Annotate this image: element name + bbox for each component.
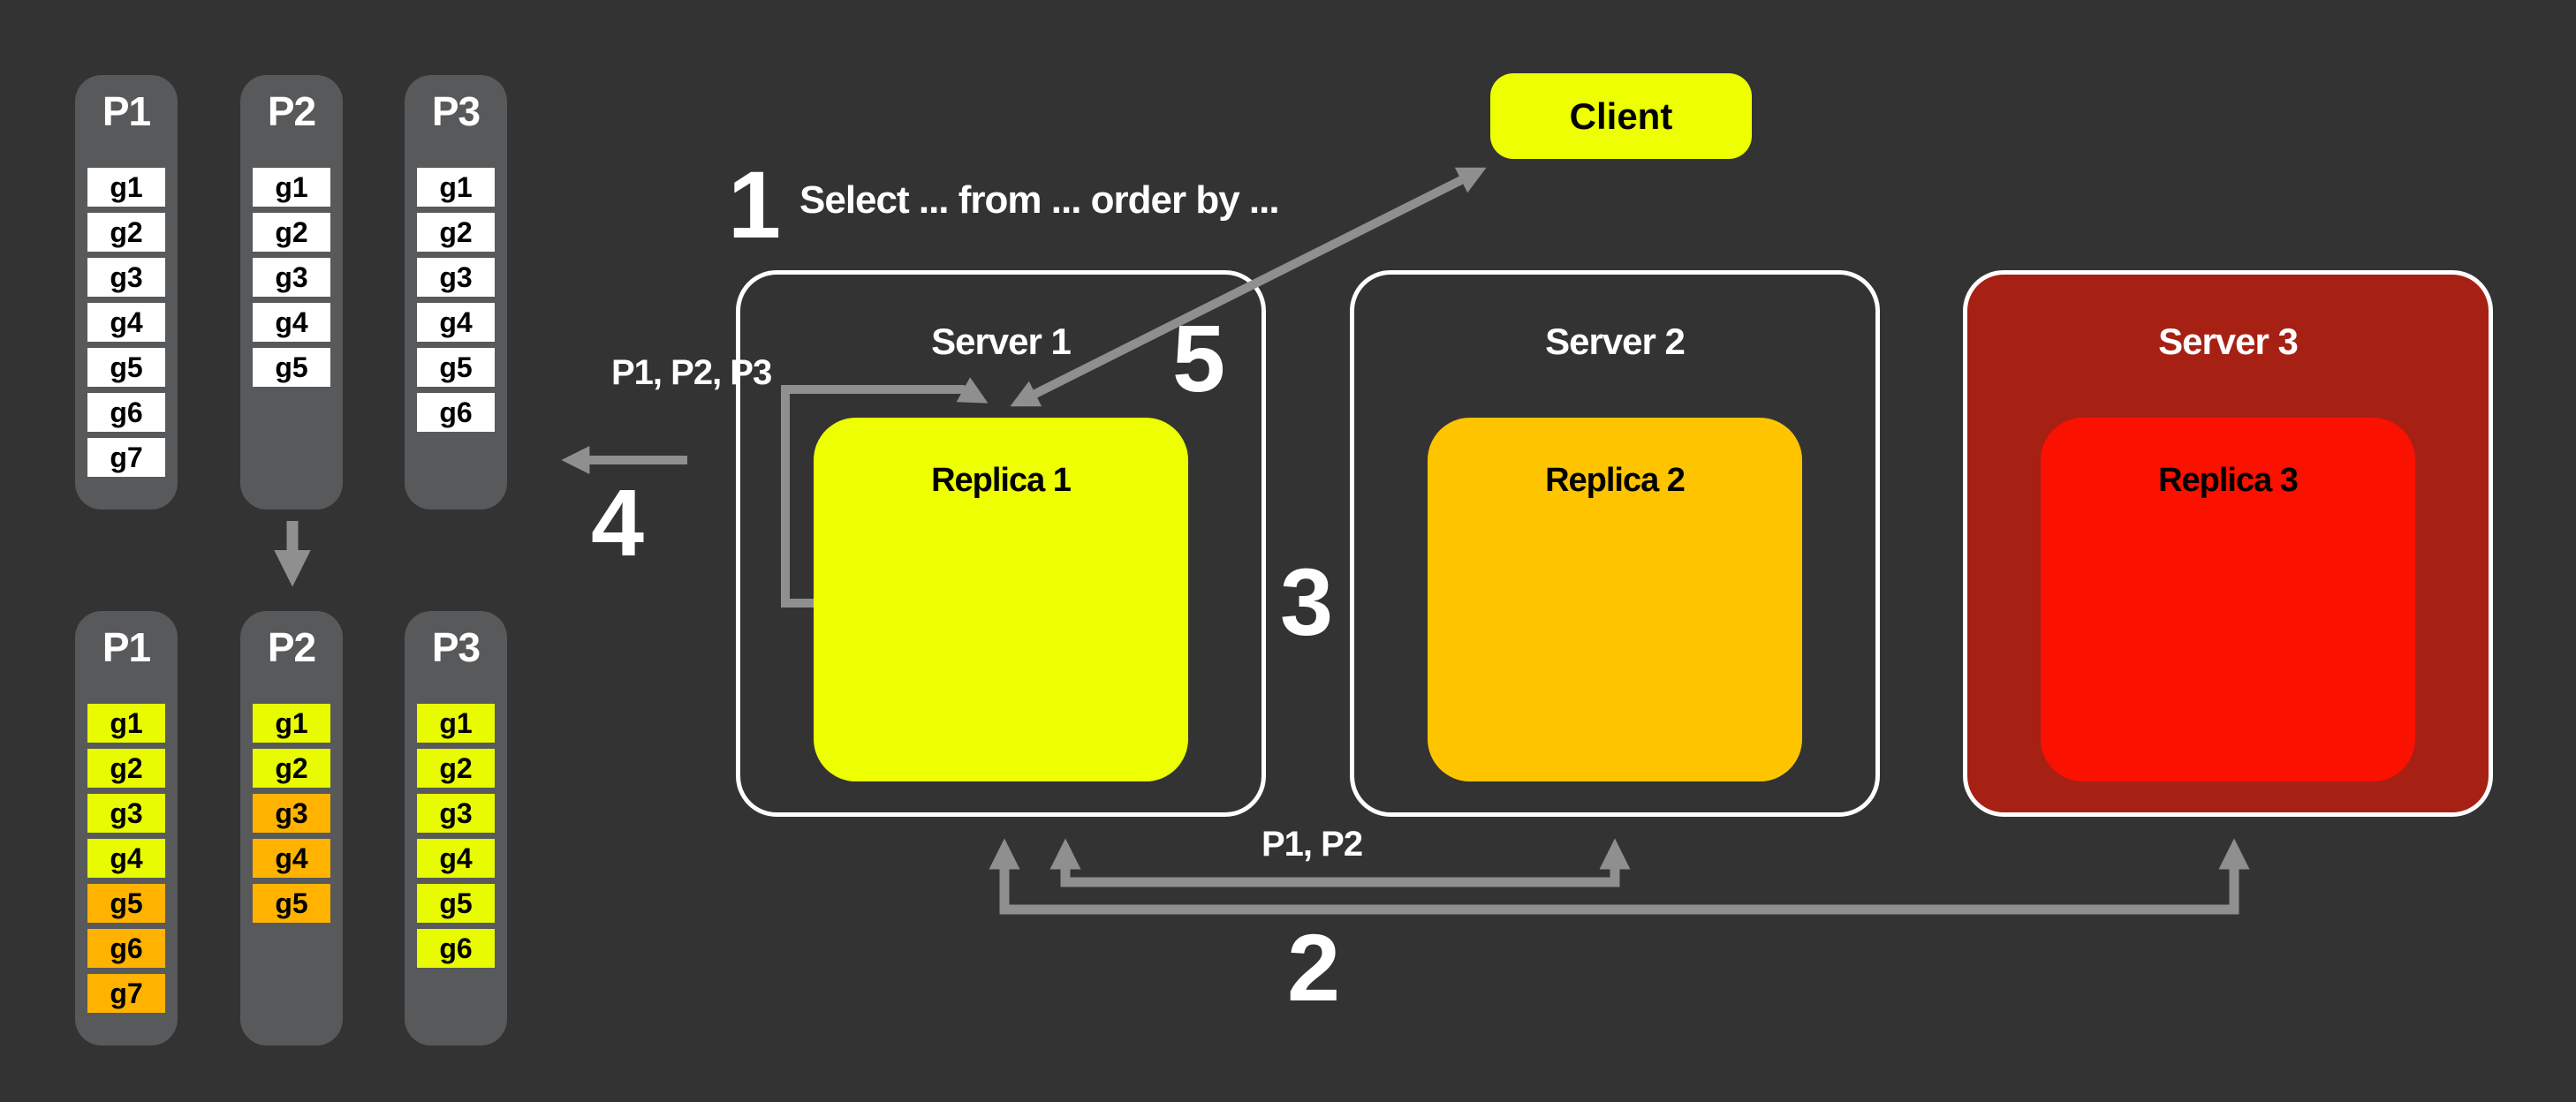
partition-cells: g1 g2 g3 g4 g5 g6 g7 [87, 704, 165, 1013]
client-box: Client [1490, 73, 1752, 159]
partition-cell: g6 [87, 393, 165, 432]
arrow-scatter-server3 [989, 838, 2250, 915]
replica-label: Replica 3 [2158, 462, 2299, 499]
merge-partitions-label: P1, P2, P3 [611, 353, 772, 392]
step-5-number: 5 [1171, 305, 1225, 411]
partition-column-before-p3: P3 g1 g2 g3 g4 g5 g6 [405, 75, 507, 509]
partition-cell: g5 [253, 884, 330, 923]
partition-cell: g4 [87, 839, 165, 878]
partition-cell: g5 [417, 884, 495, 923]
replica-3-box: Replica 3 [2041, 418, 2415, 781]
partition-cell: g5 [87, 884, 165, 923]
scatter-partitions-label: P1, P2 [1261, 825, 1363, 864]
partition-cell: g3 [417, 258, 495, 297]
partition-cells: g1 g2 g3 g4 g5 g6 g7 [87, 168, 165, 477]
partition-cells: g1 g2 g3 g4 g5 g6 [417, 704, 495, 968]
step-1-number: 1 [727, 151, 781, 258]
partition-column-before-p1: P1 g1 g2 g3 g4 g5 g6 g7 [75, 75, 178, 509]
partition-cell: g2 [417, 749, 495, 788]
step-3-number: 3 [1279, 548, 1333, 655]
partition-cell: g4 [417, 839, 495, 878]
partition-cells: g1 g2 g3 g4 g5 [253, 704, 330, 923]
server-3-box: Server 3 Replica 3 [1963, 270, 2493, 817]
partition-column-before-p2: P2 g1 g2 g3 g4 g5 [240, 75, 343, 509]
partition-cell: g2 [253, 213, 330, 252]
partition-cell: g4 [253, 839, 330, 878]
server-2-box: Server 2 Replica 2 [1350, 270, 1880, 817]
partition-title: P3 [431, 624, 481, 670]
partition-cell: g4 [87, 303, 165, 342]
partition-cells: g1 g2 g3 g4 g5 g6 [417, 168, 495, 432]
partition-cell: g7 [87, 974, 165, 1013]
query-text: Select ... from ... order by ... [799, 178, 1280, 222]
partition-title: P2 [267, 88, 316, 134]
partition-cell: g1 [87, 168, 165, 207]
replica-2-box: Replica 2 [1428, 418, 1802, 781]
server-title: Server 2 [1545, 321, 1686, 362]
partition-cell: g4 [253, 303, 330, 342]
replica-label: Replica 1 [931, 462, 1072, 499]
replica-label: Replica 2 [1545, 462, 1686, 499]
partition-cell: g2 [253, 749, 330, 788]
partition-cell: g1 [253, 168, 330, 207]
step-2-number: 2 [1286, 914, 1340, 1021]
partition-cell: g6 [417, 929, 495, 968]
partition-cells: g1 g2 g3 g4 g5 [253, 168, 330, 387]
partition-cell: g1 [87, 704, 165, 743]
partition-cell: g3 [253, 258, 330, 297]
partition-title: P1 [102, 624, 151, 670]
partition-column-after-p2: P2 g1 g2 g3 g4 g5 [240, 611, 343, 1045]
partition-cell: g6 [87, 929, 165, 968]
partition-cell: g1 [417, 704, 495, 743]
partition-cell: g1 [253, 704, 330, 743]
replica-1-box: Replica 1 [814, 418, 1188, 781]
partition-cell: g2 [87, 213, 165, 252]
partition-title: P3 [431, 88, 481, 134]
partition-cell: g3 [87, 258, 165, 297]
partition-cell: g5 [253, 348, 330, 387]
partition-title: P1 [102, 88, 151, 134]
partition-cell: g6 [417, 393, 495, 432]
partition-cell: g3 [417, 794, 495, 833]
partition-column-after-p1: P1 g1 g2 g3 g4 g5 g6 g7 [75, 611, 178, 1045]
partition-title: P2 [267, 624, 316, 670]
partition-cell: g5 [87, 348, 165, 387]
partition-cell: g2 [417, 213, 495, 252]
partition-cell: g3 [87, 794, 165, 833]
server-title: Server 3 [2158, 321, 2299, 362]
partition-column-after-p3: P3 g1 g2 g3 g4 g5 g6 [405, 611, 507, 1045]
partition-cell: g1 [417, 168, 495, 207]
partition-cell: g3 [253, 794, 330, 833]
partition-cell: g2 [87, 749, 165, 788]
step-4-number: 4 [590, 469, 644, 576]
partition-cell: g5 [417, 348, 495, 387]
partition-cell: g7 [87, 438, 165, 477]
partition-cell: g4 [417, 303, 495, 342]
